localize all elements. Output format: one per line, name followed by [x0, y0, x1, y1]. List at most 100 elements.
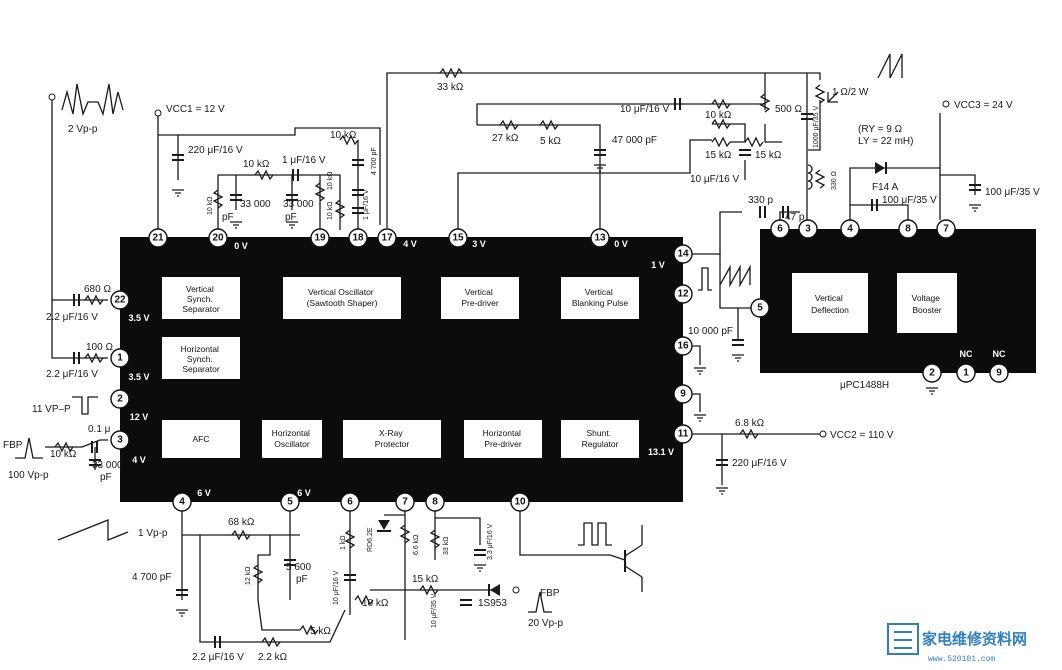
label-r10k-c: 10 kΩ — [330, 130, 357, 141]
pin-label: 2 — [929, 368, 935, 379]
ic2-pin-9 — [989, 363, 1009, 383]
ic2-pin-4 — [840, 219, 860, 239]
ic1-pin-22 — [110, 290, 130, 310]
ic1-pin-20 — [208, 228, 228, 248]
pin-label: 1 — [963, 368, 969, 379]
ic2-pin-3 — [798, 219, 818, 239]
ic1-pin-3 — [110, 430, 130, 450]
label-c330p: 330 p — [748, 195, 773, 206]
label-c33000-a: 33 000 — [240, 199, 271, 210]
label-c47p: 47 p — [785, 212, 805, 223]
watermark-url: www.520101.com — [928, 655, 995, 664]
block-afc: AFC — [193, 434, 210, 444]
ic1-pin-11 — [673, 424, 693, 444]
svg-text:1 V: 1 V — [651, 260, 665, 270]
ic2-pin-1 — [956, 363, 976, 383]
label-in-pulse: 11 VP–P — [32, 404, 71, 415]
label-c4700p-b: 4 700 pF — [132, 572, 171, 583]
pin-label: 5 — [757, 303, 763, 314]
label-r15k-c: 15 kΩ — [412, 574, 439, 585]
svg-text:12 V: 12 V — [130, 412, 149, 422]
pin-label: 5 — [287, 497, 293, 508]
output-transistor — [624, 525, 643, 592]
label-ry: (RY = 9 Ω — [858, 124, 903, 135]
label-fbp-in: FBP — [3, 440, 23, 451]
block-vertical-blanking-pulse: Vertical Blanking Pulse — [572, 287, 629, 308]
block-x-ray-protector: X-Ray Protector — [375, 428, 410, 449]
svg-text:3.5 V: 3.5 V — [128, 372, 149, 382]
component-labels: 2 Vp-p 33 kΩ 10 μF/16 V 500 Ω 10 kΩ 1000… — [3, 82, 1040, 663]
vcc3-terminal — [942, 100, 950, 108]
ic2-pin-7 — [936, 219, 956, 239]
label-c10u16-b: 10 μF/16 V — [690, 174, 739, 185]
waveform-vert-output — [719, 264, 751, 288]
label-r5k-b: 5 kΩ — [310, 626, 331, 637]
label-c01u: 0.1 μ — [88, 424, 111, 435]
label-r10k-f: 10 kΩ — [327, 202, 334, 220]
label-c33u16: 3.3 μF/16 V — [487, 523, 494, 560]
input-terminal — [48, 93, 56, 101]
label-r1k: 1 kΩ — [340, 535, 347, 550]
ic1-pin-12 — [673, 284, 693, 304]
label-pf-d: pF — [296, 574, 308, 585]
pin-label: 22 — [114, 295, 126, 306]
label-c22u-c: 2.2 μF/16 V — [192, 652, 244, 663]
svg-text:6 V: 6 V — [197, 488, 211, 498]
label-pf-b: pF — [285, 212, 297, 223]
svg-text:3 V: 3 V — [472, 239, 486, 249]
label-c4700p-a: 4 700 pF — [371, 147, 378, 175]
wiring — [45, 72, 976, 643]
pin-label: 3 — [805, 224, 811, 235]
svg-text:0 V: 0 V — [234, 241, 248, 251]
block-vertical-oscillator: Vertical Oscillator (Sawtooth Shaper) — [307, 287, 378, 308]
label-fbp-out: FBP — [540, 588, 560, 599]
svg-text:13.1 V: 13.1 V — [648, 447, 674, 457]
ic2-nc-tag-9: NC — [993, 349, 1006, 359]
label-c10u16-a: 10 μF/16 V — [620, 104, 669, 115]
ic2-pins: 6 3 4 8 7 5 2 1 9 — [750, 219, 1009, 383]
ic1-function-blocks — [162, 277, 639, 458]
pin-label: 21 — [152, 233, 164, 244]
label-r15k-b: 15 kΩ — [755, 150, 782, 161]
capacitors — [73, 98, 981, 648]
watermark: 家电维修资料网 www.520101.com — [887, 623, 1027, 664]
pin-label: 11 — [678, 429, 689, 440]
pin-label: 8 — [432, 497, 438, 508]
label-r500: 500 Ω — [775, 104, 802, 115]
label-c10u16-c: 10 μF/16 V — [333, 570, 340, 605]
label-r68k-a: 6.8 kΩ — [735, 418, 765, 429]
ic2-function-blocks — [792, 273, 957, 333]
block-horizontal-pre-driver: Horizontal Pre-driver — [483, 428, 524, 449]
ic1-pin-19 — [310, 228, 330, 248]
block-vertical-synch-separator: Vertical Synch. Separator — [182, 284, 219, 314]
pin-label: 7 — [402, 497, 408, 508]
ic1-pin-17 — [377, 228, 397, 248]
pin-label: 18 — [352, 233, 364, 244]
ic1-pin-1 — [110, 348, 130, 368]
label-d-rd62e: RD6.2E — [367, 527, 374, 552]
svg-text:0 V: 0 V — [614, 239, 628, 249]
ic2-nc-tag-1: NC — [960, 349, 973, 359]
grounds — [172, 164, 981, 617]
pin-label: 6 — [347, 497, 353, 508]
pin-label: 9 — [996, 368, 1002, 379]
ic2-part-number: μPC1488H — [840, 380, 889, 391]
pin-label: 8 — [905, 224, 911, 235]
waveform-sawtooth — [57, 519, 129, 541]
block-vertical-deflection: Vertical Deflection — [811, 293, 849, 315]
pin-label: 20 — [212, 233, 224, 244]
label-r10k-g: 10 kΩ — [50, 449, 77, 460]
block-voltage-booster: Voltage Booster — [912, 293, 943, 315]
label-c22u-a: 2.2 μF/16 V — [46, 312, 98, 323]
label-r33k-b: 33 kΩ — [443, 537, 450, 555]
pin-label: 12 — [677, 289, 689, 300]
ic2-pin-5 — [750, 298, 770, 318]
label-ly: LY = 22 mH) — [858, 136, 914, 147]
ic1-pin-15 — [448, 228, 468, 248]
label-c220u16: 220 μF/16 V — [188, 145, 243, 156]
block-horizontal-oscillator: Horizontal Oscillator — [272, 428, 313, 449]
label-saw-amp: 1 Vp-p — [138, 528, 168, 539]
ic2-pin-2 — [922, 363, 942, 383]
label-r10k-a: 10 kΩ — [705, 110, 732, 121]
watermark-title: 家电维修资料网 — [922, 630, 1027, 648]
